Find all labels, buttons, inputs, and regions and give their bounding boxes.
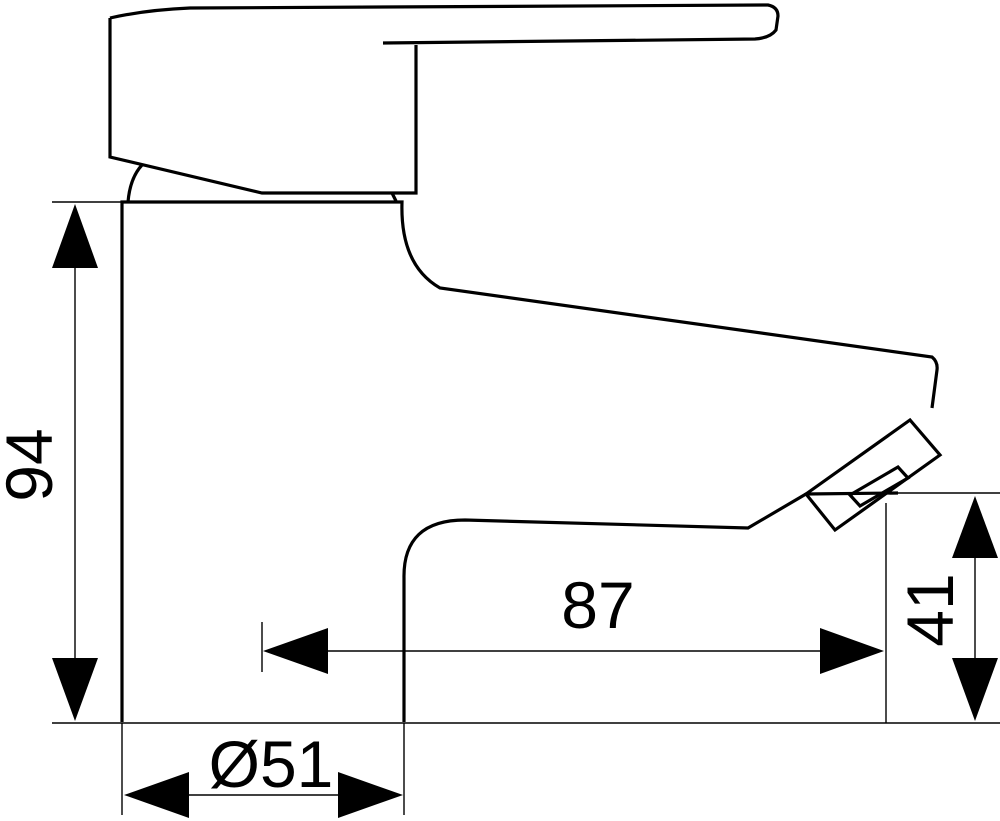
dimension-label-reach: 87: [561, 568, 634, 642]
dimension-base-diameter: Ø51: [124, 727, 403, 818]
handle-neck: [126, 163, 144, 203]
arrowhead-down: [52, 658, 98, 721]
dimension-spout-reach: 87: [263, 568, 884, 674]
faucet-outline: [108, 3, 943, 722]
faucet-body: [120, 200, 939, 722]
aerator-slot: [847, 464, 911, 509]
arrowhead-left: [263, 628, 328, 674]
lever-handle: [109, 3, 780, 45]
arrowhead-up: [952, 496, 998, 558]
dimension-label-diameter: Ø51: [209, 727, 334, 801]
aerator: [803, 417, 943, 533]
arrowhead-up: [52, 204, 98, 268]
arrowhead-left: [124, 772, 189, 818]
dimension-spout-height: 41: [893, 496, 998, 721]
dimension-height-total: 94: [0, 204, 98, 721]
dimension-label-height: 94: [0, 428, 66, 501]
extension-lines: [52, 201, 1000, 815]
dimension-label-spout-height: 41: [893, 573, 967, 646]
handle-cap: [108, 18, 418, 195]
arrowhead-down: [952, 658, 998, 721]
arrowhead-right: [820, 628, 884, 674]
arrowhead-right: [338, 772, 403, 818]
handle-neck-right: [390, 192, 398, 202]
